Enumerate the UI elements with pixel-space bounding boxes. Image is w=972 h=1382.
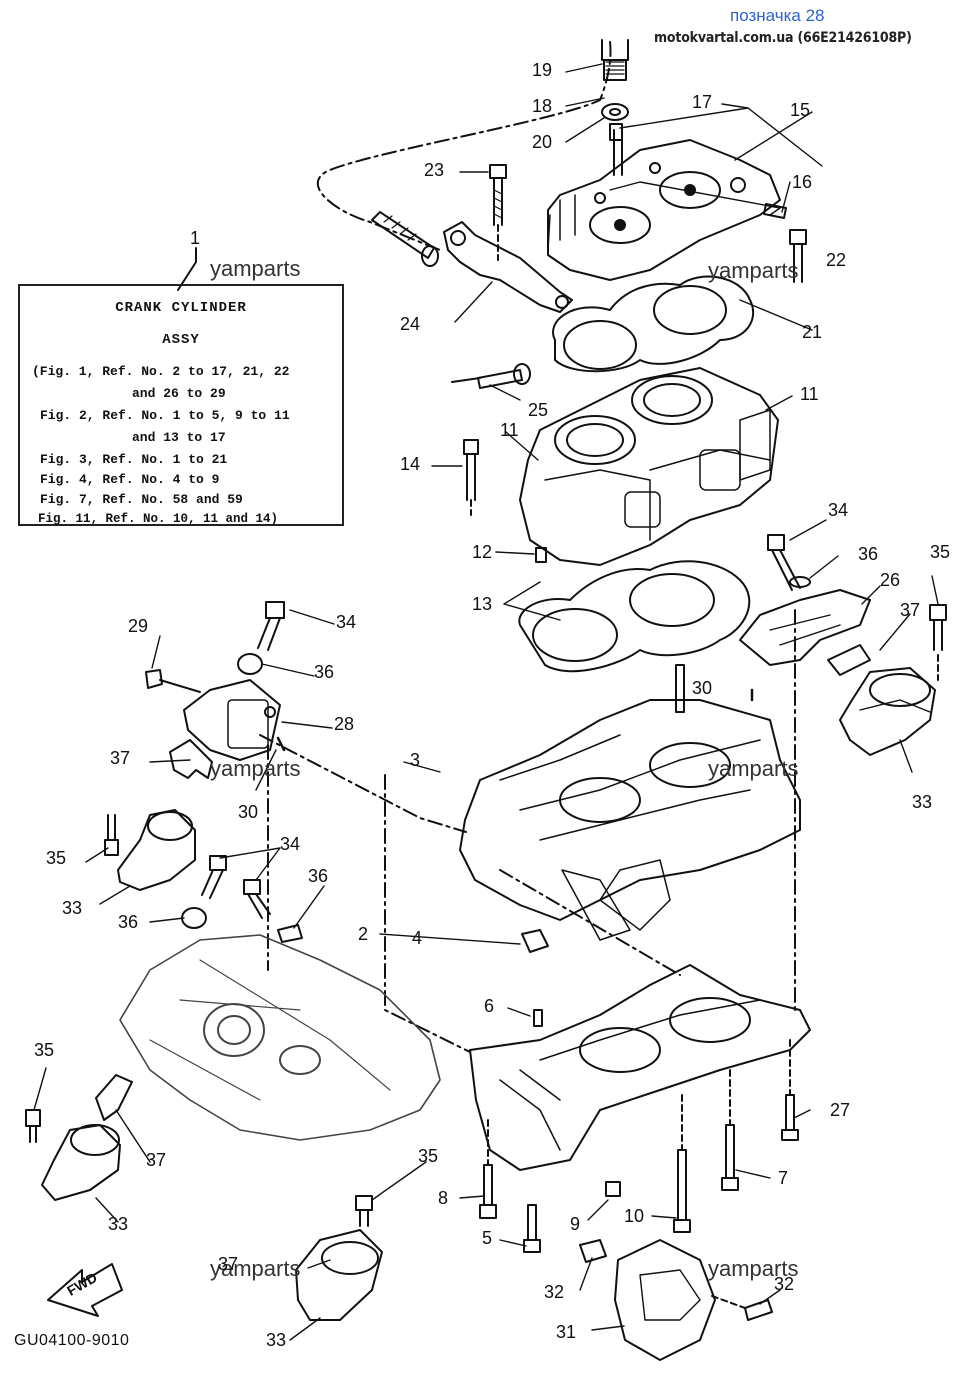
callout-label: 10 — [624, 1206, 645, 1226]
callout-label: 8 — [438, 1188, 449, 1208]
callout-label: 16 — [792, 172, 813, 192]
callout-label: 35 — [46, 848, 67, 868]
callout-label: 36 — [308, 866, 329, 886]
callout-label: 23 — [424, 160, 445, 180]
callout-label: 9 — [570, 1214, 581, 1234]
hose-part — [601, 39, 629, 61]
assembly-info-box: CRANK CYLINDER ASSY (Fig. 1, Ref. No. 2 … — [18, 284, 344, 526]
bracket-28 — [183, 679, 281, 761]
callout-label: 20 — [532, 132, 553, 152]
callout-label: 36 — [118, 912, 139, 932]
callout-label: 12 — [472, 542, 493, 562]
watermark: yamparts — [708, 258, 799, 283]
callout-label: 34 — [280, 834, 301, 854]
callout-label: 18 — [532, 96, 553, 116]
callout-label: 3 — [410, 750, 421, 770]
callout-label: 14 — [400, 454, 421, 474]
assembly-note-line: and 26 to 29 — [132, 386, 226, 401]
assembly-note-line: Fig. 7, Ref. No. 58 and 59 — [40, 492, 243, 507]
callout-label: 11 — [500, 420, 519, 440]
head-gasket — [552, 275, 755, 373]
nut-part — [601, 103, 629, 121]
callout-label: 34 — [828, 500, 849, 520]
watermark: yamparts — [708, 1256, 799, 1281]
assembly-note-line: and 13 to 17 — [132, 430, 226, 445]
diagram-code: GU04100-9010 — [14, 1332, 130, 1349]
callout-label: 19 — [532, 60, 553, 80]
callout-label: 7 — [778, 1168, 789, 1188]
callout-label: 22 — [826, 250, 847, 270]
lower-crankcase — [469, 964, 811, 1171]
engine-mount-33b — [41, 1124, 121, 1201]
callout-label: 30 — [238, 802, 259, 822]
callout-label: 27 — [830, 1100, 851, 1120]
watermark: yamparts — [210, 756, 301, 781]
callout-label: 33 — [266, 1330, 287, 1350]
cover-31 — [614, 1239, 716, 1361]
bracket-24 — [443, 221, 573, 313]
assembly-note-line: Fig. 11, Ref. No. 10, 11 and 14) — [38, 512, 279, 526]
watermark: yamparts — [210, 256, 301, 281]
crankcase-side-view — [119, 934, 441, 1141]
callout-label: 32 — [774, 1274, 795, 1294]
bolt-23 — [489, 164, 507, 179]
callout-label: 37 — [900, 600, 921, 620]
intake-joint-33 — [839, 667, 936, 756]
assembly-title-line1: CRANK CYLINDER — [115, 300, 247, 316]
callout-label: 21 — [802, 322, 823, 342]
fwd-arrow-icon — [47, 1263, 123, 1317]
reed-valve-26 — [739, 589, 871, 666]
callout-label: 4 — [412, 928, 423, 948]
assembly-line-top — [316, 41, 612, 251]
callout-label: 37 — [110, 748, 131, 768]
callout-label: 11 — [800, 384, 819, 404]
callout-label: 26 — [880, 570, 901, 590]
callout-label: 6 — [484, 996, 495, 1016]
callout-label: 17 — [692, 92, 713, 112]
leader-line-1 — [177, 247, 197, 291]
base-gasket — [518, 560, 751, 673]
callout-label: 15 — [790, 100, 811, 120]
diagram-reference-title: позначка 28 — [730, 6, 825, 25]
callout-label: 13 — [472, 594, 493, 614]
source-site-subtitle: motokvartal.com.ua (66E21426108P) — [654, 30, 912, 46]
callout-label: 33 — [108, 1214, 129, 1234]
callout-label: 24 — [400, 314, 421, 334]
callout-label: 28 — [334, 714, 355, 734]
callout-label: 35 — [418, 1146, 439, 1166]
callout-label: 32 — [544, 1282, 565, 1302]
assembly-note-line: (Fig. 1, Ref. No. 2 to 17, 21, 22 — [32, 364, 290, 379]
callout-label: 30 — [692, 678, 713, 698]
callout-label: 35 — [930, 542, 951, 562]
assembly-note-line: Fig. 4, Ref. No. 4 to 9 — [40, 472, 220, 487]
callout-label: 36 — [858, 544, 879, 564]
intake-joint-33c — [295, 1229, 383, 1321]
callout-label: 34 — [336, 612, 357, 632]
watermark: yamparts — [210, 1256, 301, 1281]
callout-label: 33 — [62, 898, 83, 918]
callout-label: 37 — [218, 1254, 239, 1274]
callout-label: 35 — [34, 1040, 55, 1060]
upper-crankcase — [459, 699, 801, 921]
callout-label: 31 — [556, 1322, 577, 1342]
callout-label: 2 — [358, 924, 369, 944]
assembly-note-line: Fig. 3, Ref. No. 1 to 21 — [40, 452, 228, 467]
assembly-note-line: Fig. 2, Ref. No. 1 to 5, 9 to 11 — [40, 408, 290, 423]
callout-label: 29 — [128, 616, 149, 636]
callout-label: 37 — [146, 1150, 167, 1170]
callout-label: 36 — [314, 662, 335, 682]
assembly-title-line2: ASSY — [162, 332, 200, 348]
callout-label: 1 — [190, 228, 201, 248]
callout-label: 33 — [912, 792, 933, 812]
watermark: yamparts — [708, 756, 799, 781]
engine-mount-33a — [117, 809, 196, 891]
callout-label: 5 — [482, 1228, 493, 1248]
callout-label: 25 — [528, 400, 549, 420]
